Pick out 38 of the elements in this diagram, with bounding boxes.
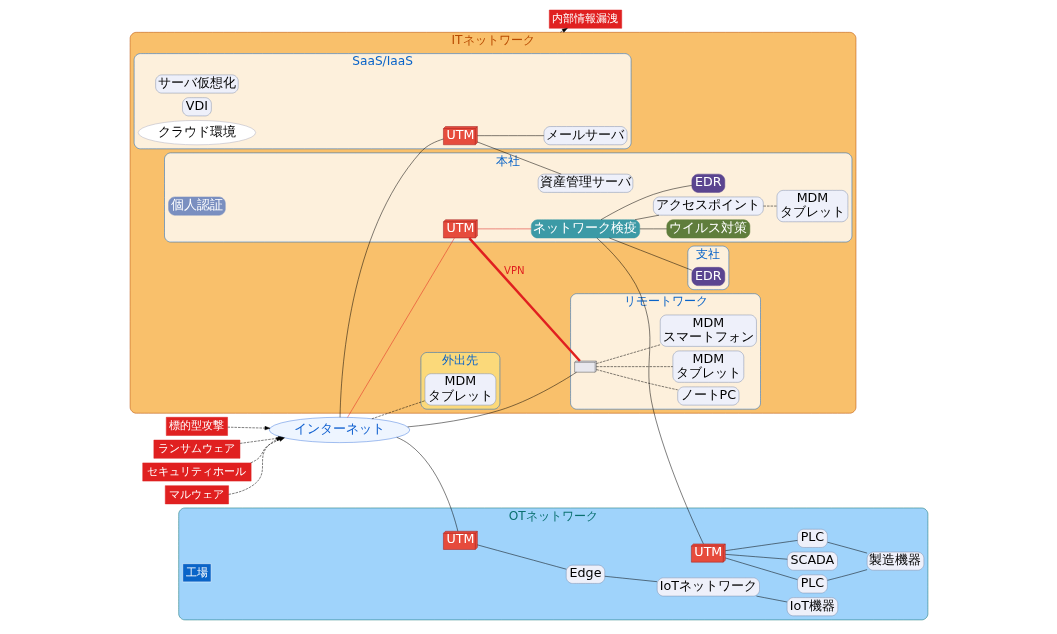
node-box: MDM タブレット xyxy=(424,373,496,406)
node-ellipse: クラウド環境 xyxy=(137,120,256,146)
connector xyxy=(608,237,692,271)
connector xyxy=(476,228,532,230)
connector xyxy=(596,237,704,545)
node-box: ウイルス対策 xyxy=(666,219,750,239)
node-box: VDI xyxy=(181,97,212,117)
node-box: メールサーバ xyxy=(543,126,627,146)
node-box: 標的型攻撃 xyxy=(165,417,228,436)
connector xyxy=(467,237,581,362)
connector xyxy=(595,369,678,391)
node-box: 工場 xyxy=(182,563,211,583)
node-box: IoT機器 xyxy=(786,597,838,617)
node-box: MDM スマートフォン xyxy=(659,314,757,347)
node-box: 製造機器 xyxy=(866,551,924,571)
node-box: ランサムウェア xyxy=(153,439,240,459)
node-box: ノートPC xyxy=(676,386,739,406)
node-box: Edge xyxy=(565,564,605,584)
node-box: EDR xyxy=(691,173,725,193)
connector xyxy=(346,237,455,418)
node-box: アクセスポイント xyxy=(652,196,764,216)
node-box: EDR xyxy=(691,267,725,286)
node-box: 個人認証 xyxy=(167,196,226,216)
node-box: SCADA xyxy=(786,551,838,571)
node-box: PLC xyxy=(796,529,828,548)
arrow xyxy=(226,426,270,431)
node-box: MDM タブレット xyxy=(672,350,744,383)
node-box: 内部情報漏洩 xyxy=(548,9,622,29)
edge-label: VPN xyxy=(503,265,525,277)
node-box: MDM タブレット xyxy=(776,190,848,223)
node-box: セキュリティホール xyxy=(141,462,251,482)
node-box: ネットワーク検疫 xyxy=(530,219,640,239)
node-box: IoTネットワーク xyxy=(656,577,760,597)
node-box: サーバ仮想化 xyxy=(154,74,238,94)
node-box: 資産管理サーバ xyxy=(537,173,633,193)
arrow xyxy=(559,28,568,33)
node-box: PLC xyxy=(796,574,828,594)
node-box: マルウェア xyxy=(164,485,229,505)
